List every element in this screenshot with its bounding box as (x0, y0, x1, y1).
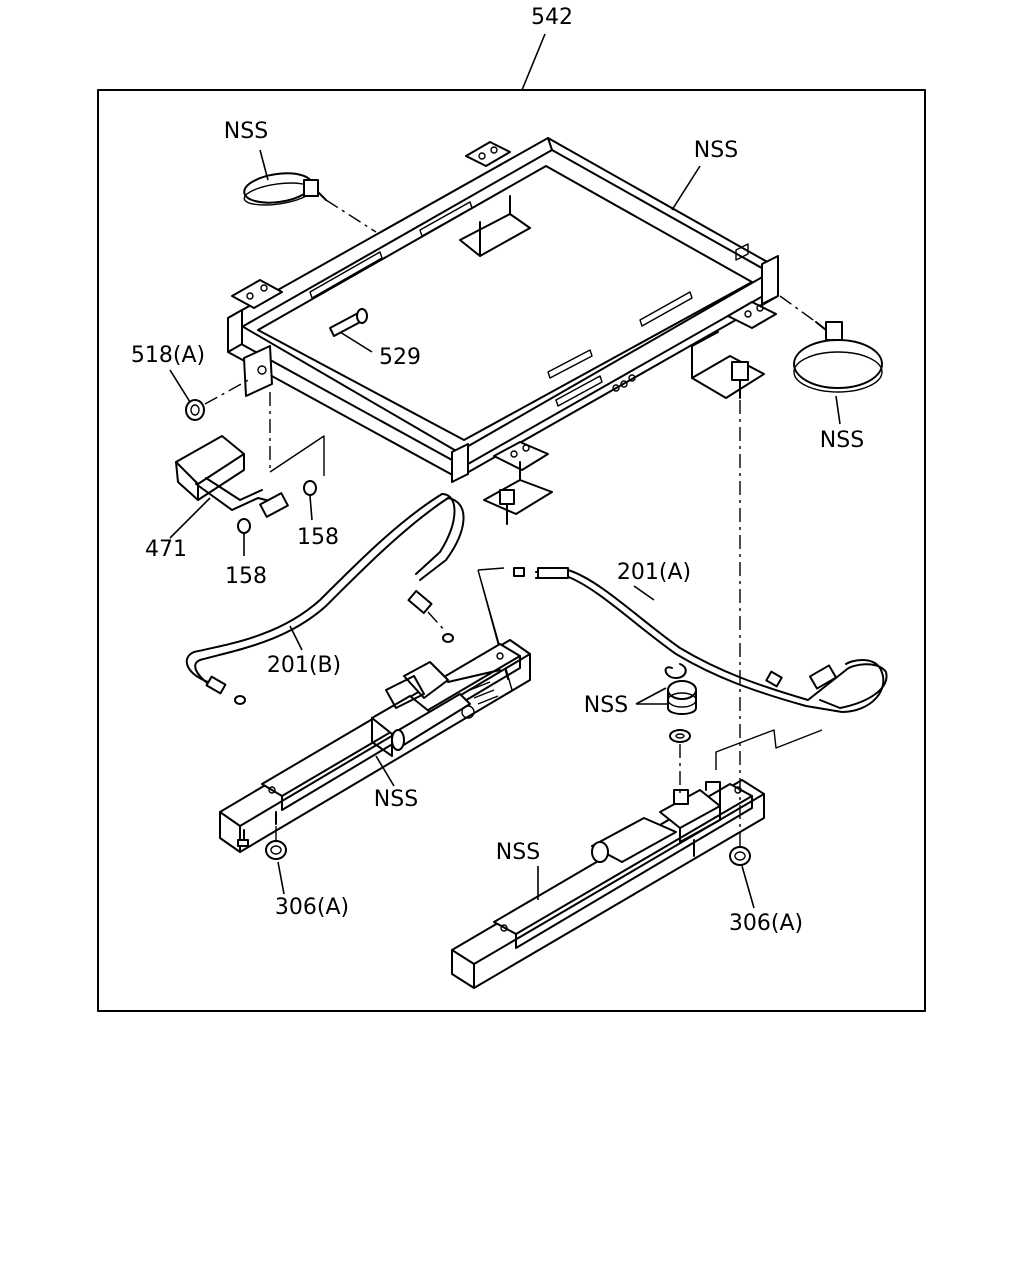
label-part-201a: 201(A) (617, 560, 691, 585)
label-nss-bushing: NSS (584, 693, 628, 718)
label-part-306a-left: 306(A) (275, 895, 349, 920)
cable-201b (185, 493, 465, 705)
release-lever-471 (175, 435, 283, 511)
label-nss-strap-right: NSS (820, 428, 864, 453)
assembly-border (97, 89, 926, 1012)
label-nss-right-rail: NSS (496, 840, 540, 865)
label-part-201b: 201(B) (267, 653, 341, 678)
label-nss-strap-left: NSS (224, 119, 268, 144)
seat-frame (227, 137, 779, 525)
cable-201a (513, 567, 888, 713)
label-part-306a-right: 306(A) (729, 911, 803, 936)
bushing-158-set (237, 480, 317, 534)
label-nss-frame: NSS (694, 138, 738, 163)
strap-right (793, 321, 883, 393)
label-part-518a: 518(A) (131, 343, 205, 368)
left-seat-rail (219, 639, 531, 853)
label-nss-left-rail: NSS (374, 787, 418, 812)
label-part-471: 471 (145, 537, 187, 562)
label-assembly-542: 542 (531, 5, 573, 30)
assembly-leader (521, 33, 546, 91)
right-seat-rail (451, 779, 765, 989)
label-part-158-lower: 158 (225, 564, 267, 589)
strap-left (243, 172, 327, 206)
nut-306a-right (729, 846, 751, 866)
label-part-529: 529 (379, 345, 421, 370)
nut-518a (185, 399, 205, 421)
pin-529 (329, 308, 368, 337)
nut-306a-left (265, 840, 287, 860)
label-part-158-upper: 158 (297, 525, 339, 550)
bushing-stack (664, 663, 697, 743)
